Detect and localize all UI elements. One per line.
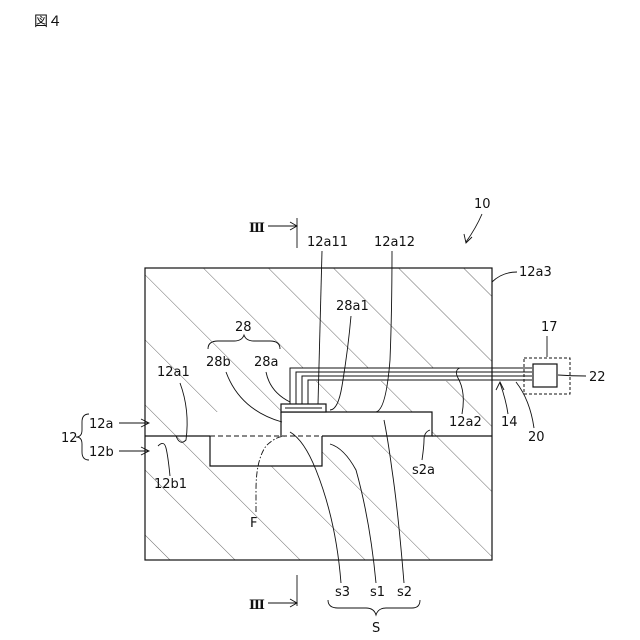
label-12a: 12a	[89, 417, 149, 432]
svg-text:12a3: 12a3	[519, 265, 552, 280]
label-12b: 12b	[89, 445, 149, 460]
svg-text:12a: 12a	[89, 417, 114, 432]
svg-text:12: 12	[61, 431, 78, 446]
svg-text:28a: 28a	[254, 355, 279, 370]
mold-body	[145, 268, 492, 560]
label-22: 22	[558, 370, 606, 385]
svg-text:17: 17	[541, 320, 558, 335]
svg-text:22: 22	[589, 370, 606, 385]
svg-text:28: 28	[235, 320, 252, 335]
svg-text:12a1: 12a1	[157, 365, 190, 380]
svg-text:s1: s1	[370, 585, 385, 600]
svg-text:28b: 28b	[206, 355, 231, 370]
section-marker-top: Ⅲ	[249, 218, 297, 248]
svg-text:Ⅲ: Ⅲ	[249, 221, 265, 236]
device-22	[533, 364, 557, 387]
svg-text:14: 14	[501, 415, 518, 430]
svg-text:s2: s2	[397, 585, 412, 600]
svg-text:20: 20	[528, 430, 545, 445]
figure-title: 図４	[34, 14, 62, 30]
svg-text:12b1: 12b1	[154, 477, 187, 492]
arrow-10	[466, 214, 482, 242]
label-12a3: 12a3	[492, 265, 552, 282]
svg-text:F: F	[250, 516, 257, 531]
label-14: 14	[496, 382, 518, 430]
svg-text:s3: s3	[335, 585, 350, 600]
label-20: 20	[516, 382, 545, 445]
svg-text:S: S	[372, 621, 380, 636]
svg-text:28a1: 28a1	[336, 299, 369, 314]
ref-10: 10	[474, 197, 491, 212]
svg-text:12a12: 12a12	[374, 235, 415, 250]
svg-text:s2a: s2a	[412, 463, 435, 478]
section-marker-bottom: Ⅲ	[249, 575, 297, 613]
svg-text:12b: 12b	[89, 445, 114, 460]
svg-text:12a11: 12a11	[307, 235, 348, 250]
svg-text:Ⅲ: Ⅲ	[249, 598, 265, 613]
label-17: 17	[541, 320, 558, 357]
label-12-brace: 12	[61, 414, 89, 460]
svg-text:12a2: 12a2	[449, 415, 482, 430]
